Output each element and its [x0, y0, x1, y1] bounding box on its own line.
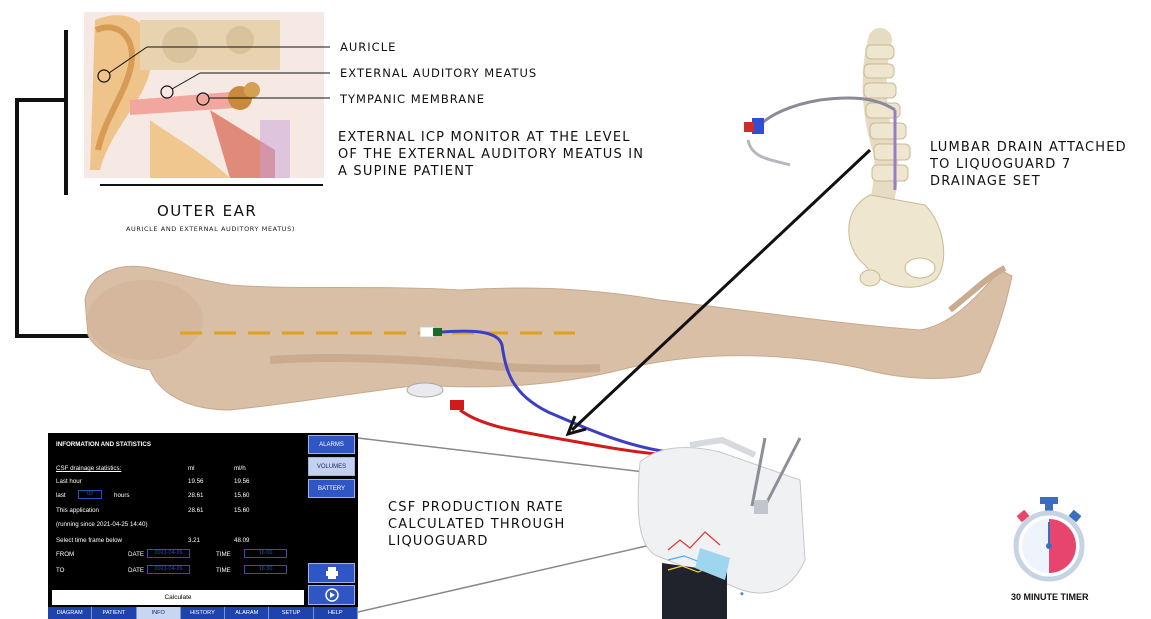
- col-mlh-header: ml/h: [234, 465, 246, 472]
- spine-illustration: [744, 40, 944, 287]
- to-time-label: TIME: [216, 567, 231, 574]
- liquoguard-device: ◆: [638, 438, 805, 619]
- play-button[interactable]: [308, 585, 355, 605]
- to-label: TO: [56, 567, 64, 574]
- icp-transducer: [420, 327, 434, 337]
- tab-patient[interactable]: PATIENT: [92, 607, 136, 619]
- csf-caption-line: LIQUOGUARD: [388, 533, 565, 550]
- running-since: (running since 2021-04-25 14:40): [56, 521, 148, 528]
- icp-caption: EXTERNAL ICP MONITOR AT THE LEVEL OF THE…: [338, 129, 644, 180]
- csf-stats-heading: CSF drainage statistics:: [56, 465, 121, 472]
- csf-caption: CSF PRODUCTION RATE CALCULATED THROUGH L…: [388, 499, 565, 550]
- last-hour-ml: 19.56: [188, 478, 203, 485]
- icp-caption-line: A SUPINE PATIENT: [338, 163, 644, 180]
- tab-history[interactable]: HISTORY: [181, 607, 225, 619]
- stopwatch-icon: [1016, 497, 1082, 579]
- icp-caption-line: EXTERNAL ICP MONITOR AT THE LEVEL: [338, 129, 644, 146]
- to-time-input[interactable]: 16:30: [244, 565, 287, 574]
- lumbar-caption: LUMBAR DRAIN ATTACHED TO LIQUOGUARD 7 DR…: [930, 139, 1127, 190]
- auricle-label: AURICLE: [340, 40, 396, 54]
- outer-ear-title: OUTER EAR: [157, 202, 257, 220]
- alarms-button[interactable]: ALARMS: [308, 435, 355, 454]
- timeframe-mlh: 48.09: [234, 537, 249, 544]
- printer-icon: [325, 567, 339, 579]
- tab-setup[interactable]: SETUP: [269, 607, 313, 619]
- calculate-button[interactable]: Calculate: [52, 590, 304, 605]
- from-date-input[interactable]: 2021-04-26: [147, 549, 190, 558]
- play-icon: [325, 588, 339, 602]
- screen-tab-bar: DIAGRAM PATIENT INFO HISTORY ALARAM SETU…: [48, 607, 358, 619]
- icp-caption-line: OF THE EXTERNAL AUDITORY MEATUS IN: [338, 146, 644, 163]
- lumbar-caption-line: TO LIQUOGUARD 7: [930, 156, 1127, 173]
- screen-header: INFORMATION AND STATISTICS: [56, 441, 151, 448]
- csf-caption-line: CSF PRODUCTION RATE: [388, 499, 565, 516]
- this-app-ml: 28.61: [188, 507, 203, 514]
- print-button[interactable]: [308, 563, 355, 583]
- patient-body: [85, 266, 1012, 410]
- csf-caption-line: CALCULATED THROUGH: [388, 516, 565, 533]
- last-hour-mlh: 19.56: [234, 478, 249, 485]
- this-app-mlh: 15.60: [234, 507, 249, 514]
- lumbar-caption-line: DRAINAGE SET: [930, 173, 1127, 190]
- tab-diagram[interactable]: DIAGRAM: [48, 607, 92, 619]
- lumbar-arrow: [572, 150, 870, 430]
- lumbar-caption-line: LUMBAR DRAIN ATTACHED: [930, 139, 1127, 156]
- volumes-button[interactable]: VOLUMES: [308, 457, 355, 476]
- outer-ear-subtitle: AURICLE AND EXTERNAL AUDITORY MEATUS): [126, 225, 295, 233]
- drain-valve: [450, 400, 464, 410]
- red-tube: [460, 410, 668, 455]
- battery-button[interactable]: BATTERY: [308, 479, 355, 498]
- from-date-label: DATE: [128, 551, 144, 558]
- last-hours-input[interactable]: 02: [78, 490, 102, 499]
- icp-connector: [433, 328, 442, 336]
- tab-help[interactable]: HELP: [314, 607, 358, 619]
- col-ml-header: ml: [188, 465, 195, 472]
- to-date-input[interactable]: 2021-04-26: [147, 565, 190, 574]
- from-time-input[interactable]: 16:00: [244, 549, 287, 558]
- liquoguard-info-screen: INFORMATION AND STATISTICS CSF drainage …: [48, 433, 358, 619]
- timeframe-label: Select time frame below: [56, 537, 122, 544]
- svg-text:◆: ◆: [740, 591, 744, 597]
- last-hour-label: Last hour: [56, 478, 82, 485]
- last-n-mlh: 15.60: [234, 492, 249, 499]
- from-label: FROM: [56, 551, 74, 558]
- ear-illustration: [84, 12, 330, 178]
- from-time-label: TIME: [216, 551, 231, 558]
- timer-label: 30 MINUTE TIMER: [1011, 592, 1089, 602]
- external-auditory-meatus-label: EXTERNAL AUDITORY MEATUS: [340, 66, 537, 80]
- last-n-label: last: [56, 492, 66, 499]
- to-date-label: DATE: [128, 567, 144, 574]
- tab-info[interactable]: INFO: [137, 607, 181, 619]
- tab-alaram[interactable]: ALARAM: [225, 607, 269, 619]
- last-n-ml: 28.61: [188, 492, 203, 499]
- timeframe-ml: 3.21: [188, 537, 200, 544]
- this-app-label: This application: [56, 507, 99, 514]
- drain-bag: [407, 383, 443, 397]
- tympanic-membrane-label: TYMPANIC MEMBRANE: [340, 92, 485, 106]
- hours-unit: hours: [114, 492, 129, 499]
